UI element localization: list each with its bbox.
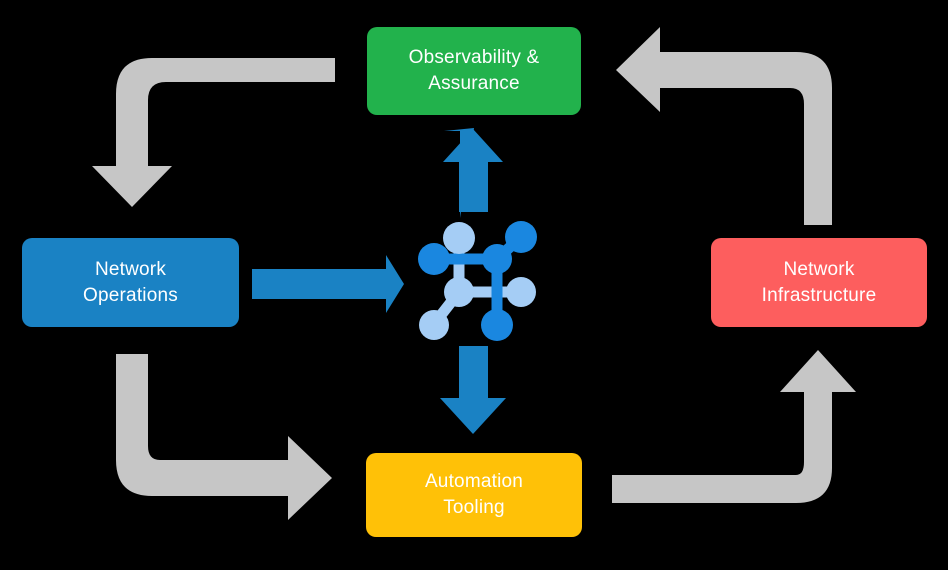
box-network-infrastructure[interactable]: Network Infrastructure bbox=[711, 238, 927, 327]
box-network-operations[interactable]: Network Operations bbox=[22, 238, 239, 327]
arrow-automation-to-infrastructure bbox=[612, 350, 856, 503]
box-observability-label: Observability & Assurance bbox=[408, 47, 540, 94]
box-observability-assurance[interactable]: Observability & Assurance bbox=[367, 27, 581, 115]
icon-nodes-secondary bbox=[419, 222, 536, 340]
arrow-infrastructure-to-observability bbox=[616, 27, 832, 225]
box-automation-label: Automation Tooling bbox=[424, 471, 524, 518]
icon-nodes-primary bbox=[418, 221, 537, 341]
box-automation-tooling[interactable]: Automation Tooling bbox=[366, 453, 582, 537]
arrow-operations-to-automation bbox=[116, 354, 332, 520]
arrow-center-to-observability-shaft bbox=[443, 129, 503, 212]
box-operations-label: Network Operations bbox=[83, 258, 178, 306]
arrow-operations-to-center bbox=[252, 255, 404, 313]
box-infrastructure-label: Network Infrastructure bbox=[761, 258, 877, 306]
arrow-center-to-automation bbox=[440, 346, 506, 434]
arrow-observability-to-operations bbox=[92, 58, 335, 207]
